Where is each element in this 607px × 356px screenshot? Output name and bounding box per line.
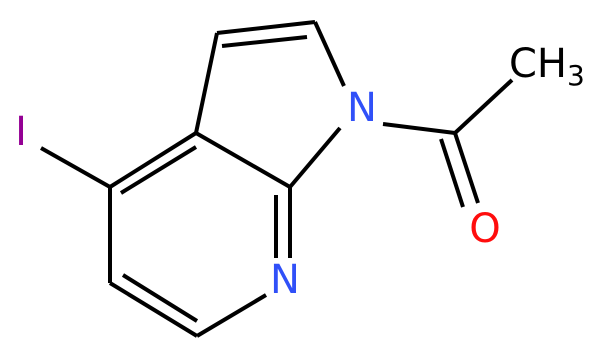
bond-c2-c3a: [194, 32, 219, 134]
bond-c5-c6-inner: [121, 273, 199, 323]
bond-carbonyl-methyl: [453, 78, 514, 135]
methyl-label: CH3: [509, 41, 585, 92]
bond-carbonyl-oxygen: [453, 132, 480, 204]
bond-c3a-c7a: [195, 131, 291, 189]
pyrrole-nitrogen-label: N: [347, 85, 377, 131]
bond-n1-c7a: [288, 126, 342, 189]
bond-c3a-c4: [108, 131, 198, 189]
bond-c2-c3: [216, 20, 316, 35]
oxygen-atom-label: O: [469, 206, 500, 252]
pyridine-nitrogen-label: N: [270, 257, 300, 303]
iodine-atom-label: I: [15, 109, 27, 155]
bond-carbonyl-oxygen-2: [439, 138, 465, 208]
bond-c4-iodine: [40, 146, 111, 189]
bond-c5-c6: [108, 281, 199, 338]
bond-c6-n7: [195, 293, 268, 338]
methyl-label-subscript: 3: [567, 59, 585, 92]
bond-c2-c3-inner: [221, 35, 308, 48]
bond-c3-n1: [313, 21, 346, 87]
bond-c3a-c4-inner: [119, 145, 198, 195]
methyl-label-main: CH: [509, 41, 567, 87]
bond-n1-carbonyl: [382, 122, 456, 135]
